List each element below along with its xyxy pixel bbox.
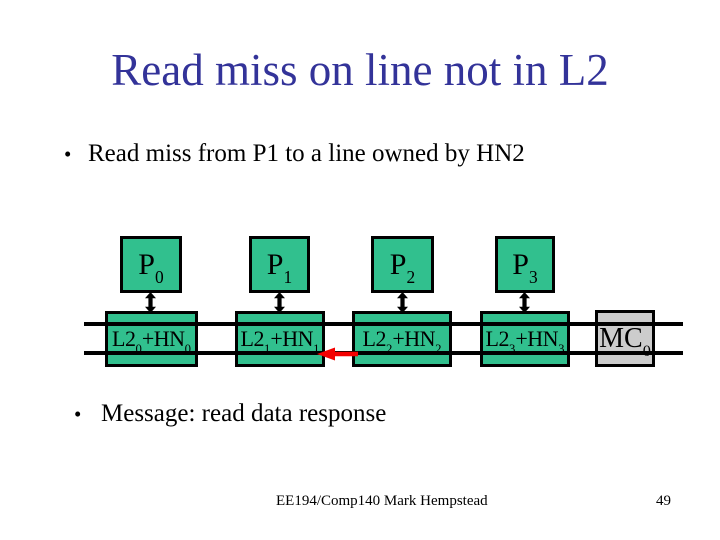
processor-label-p0: P0 xyxy=(138,247,164,288)
cache-box-l2-0: L20+HN0 xyxy=(105,311,198,367)
processor-label-p2: P2 xyxy=(389,247,416,288)
slide-title: Read miss on line not in L2 xyxy=(111,45,609,95)
cache-label-l2-2: L22+HN2 xyxy=(362,326,442,357)
memory-controller-label: MC0 xyxy=(599,322,651,359)
bullet-icon: • xyxy=(64,142,72,166)
processor-label-p3: P3 xyxy=(512,247,538,288)
read-data-response-arrow-icon xyxy=(317,347,358,361)
bus-line-top xyxy=(84,322,683,326)
page-number: 49 xyxy=(656,493,671,509)
cache-box-l2-3: L23+HN3 xyxy=(480,311,570,367)
bullet-1-text: Read miss from P1 to a line owned by HN2 xyxy=(88,140,525,167)
cache-label-l2-0: L20+HN0 xyxy=(112,326,191,357)
processor-box-p0: P0 xyxy=(120,236,182,293)
cache-label-l2-1: L21+HN1 xyxy=(240,326,320,357)
memory-controller-box-mc0: MC0 xyxy=(595,310,655,367)
processor-box-p1: P1 xyxy=(249,236,310,293)
bullet-icon: • xyxy=(74,402,82,426)
processor-box-p2: P2 xyxy=(371,236,434,293)
bullet-item-2: • Message: read data response xyxy=(74,399,387,428)
p3-l2-double-arrow-icon xyxy=(519,292,530,313)
processor-label-p1: P1 xyxy=(266,247,293,288)
p1-l2-double-arrow-icon xyxy=(274,292,285,313)
cache-box-l2-1: L21+HN1 xyxy=(235,311,325,367)
cache-box-l2-2: L22+HN2 xyxy=(352,311,452,367)
bullet-item-1: • Read miss from P1 to a line owned by H… xyxy=(64,139,525,168)
p2-l2-double-arrow-icon xyxy=(397,292,408,313)
processor-box-p3: P3 xyxy=(495,236,555,293)
bus-line-bottom xyxy=(84,351,683,355)
p0-l2-double-arrow-icon xyxy=(145,292,156,313)
cache-label-l2-3: L23+HN3 xyxy=(485,326,565,357)
bullet-2-text: Message: read data response xyxy=(101,400,387,427)
footer-course-label: EE194/Comp140 Mark Hempstead xyxy=(276,493,488,509)
